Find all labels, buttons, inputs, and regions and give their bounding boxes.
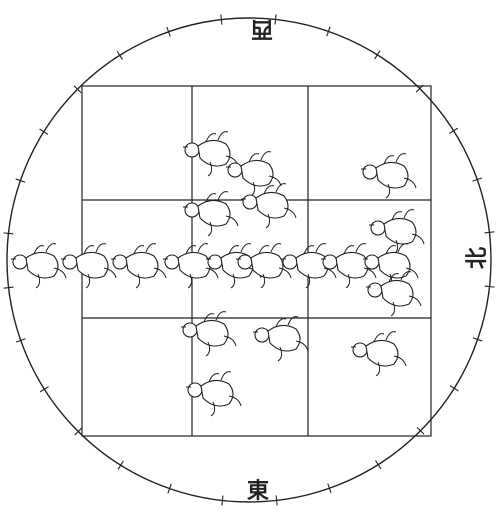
kneeling-figure-fig-r2-b bbox=[241, 184, 296, 228]
direction-top-label: 西 bbox=[251, 16, 273, 42]
circle-tick bbox=[222, 496, 223, 506]
figures-layer bbox=[11, 132, 424, 416]
kneeling-figure-fig-r4-d bbox=[351, 332, 406, 376]
circle-tick bbox=[117, 51, 122, 59]
kneeling-figure-fig-row-2 bbox=[61, 244, 116, 288]
kneeling-figure-fig-row-3 bbox=[111, 244, 166, 288]
circle-tick bbox=[118, 461, 123, 469]
kneeling-figure-fig-r2-a bbox=[183, 192, 238, 236]
kneeling-figure-fig-row-1 bbox=[11, 244, 66, 288]
kneeling-figure-fig-r4-b bbox=[253, 317, 308, 361]
circle-tick bbox=[375, 51, 380, 59]
circle-tick bbox=[450, 386, 458, 391]
direction-right-label: 北 bbox=[464, 247, 490, 269]
kneeling-figure-fig-r4-c bbox=[366, 272, 421, 316]
kneeling-figure-fig-r2-c bbox=[369, 210, 424, 254]
circle-tick bbox=[3, 233, 13, 234]
direction-bottom-group: 東 bbox=[247, 478, 269, 504]
circle-tick bbox=[275, 14, 276, 24]
circle-tick bbox=[449, 128, 457, 133]
kneeling-figure-fig-row-6 bbox=[236, 244, 291, 288]
circle-tick bbox=[4, 287, 14, 288]
circle-tick bbox=[484, 232, 494, 233]
circle-tick bbox=[485, 286, 495, 287]
circle-tick bbox=[40, 129, 48, 134]
kneeling-figure-fig-r1-b bbox=[226, 152, 281, 196]
kneeling-figure-fig-r1-c bbox=[361, 154, 416, 198]
circle-tick bbox=[276, 495, 277, 505]
direction-right-group: 北 bbox=[464, 247, 490, 269]
circle-tick bbox=[40, 387, 48, 392]
circle-tick bbox=[376, 460, 381, 468]
circle-tick bbox=[221, 15, 222, 25]
kneeling-figure-fig-r5-a bbox=[186, 372, 241, 416]
direction-top-group: 西 bbox=[251, 16, 273, 42]
direction-bottom-label: 東 bbox=[247, 478, 269, 504]
